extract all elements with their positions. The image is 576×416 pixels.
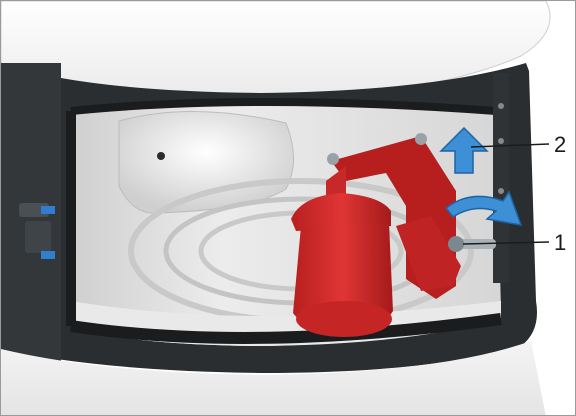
callout-label-1: 1: [554, 232, 566, 254]
chamber-dome: [119, 111, 294, 213]
callout-label-2: 2: [554, 134, 566, 156]
